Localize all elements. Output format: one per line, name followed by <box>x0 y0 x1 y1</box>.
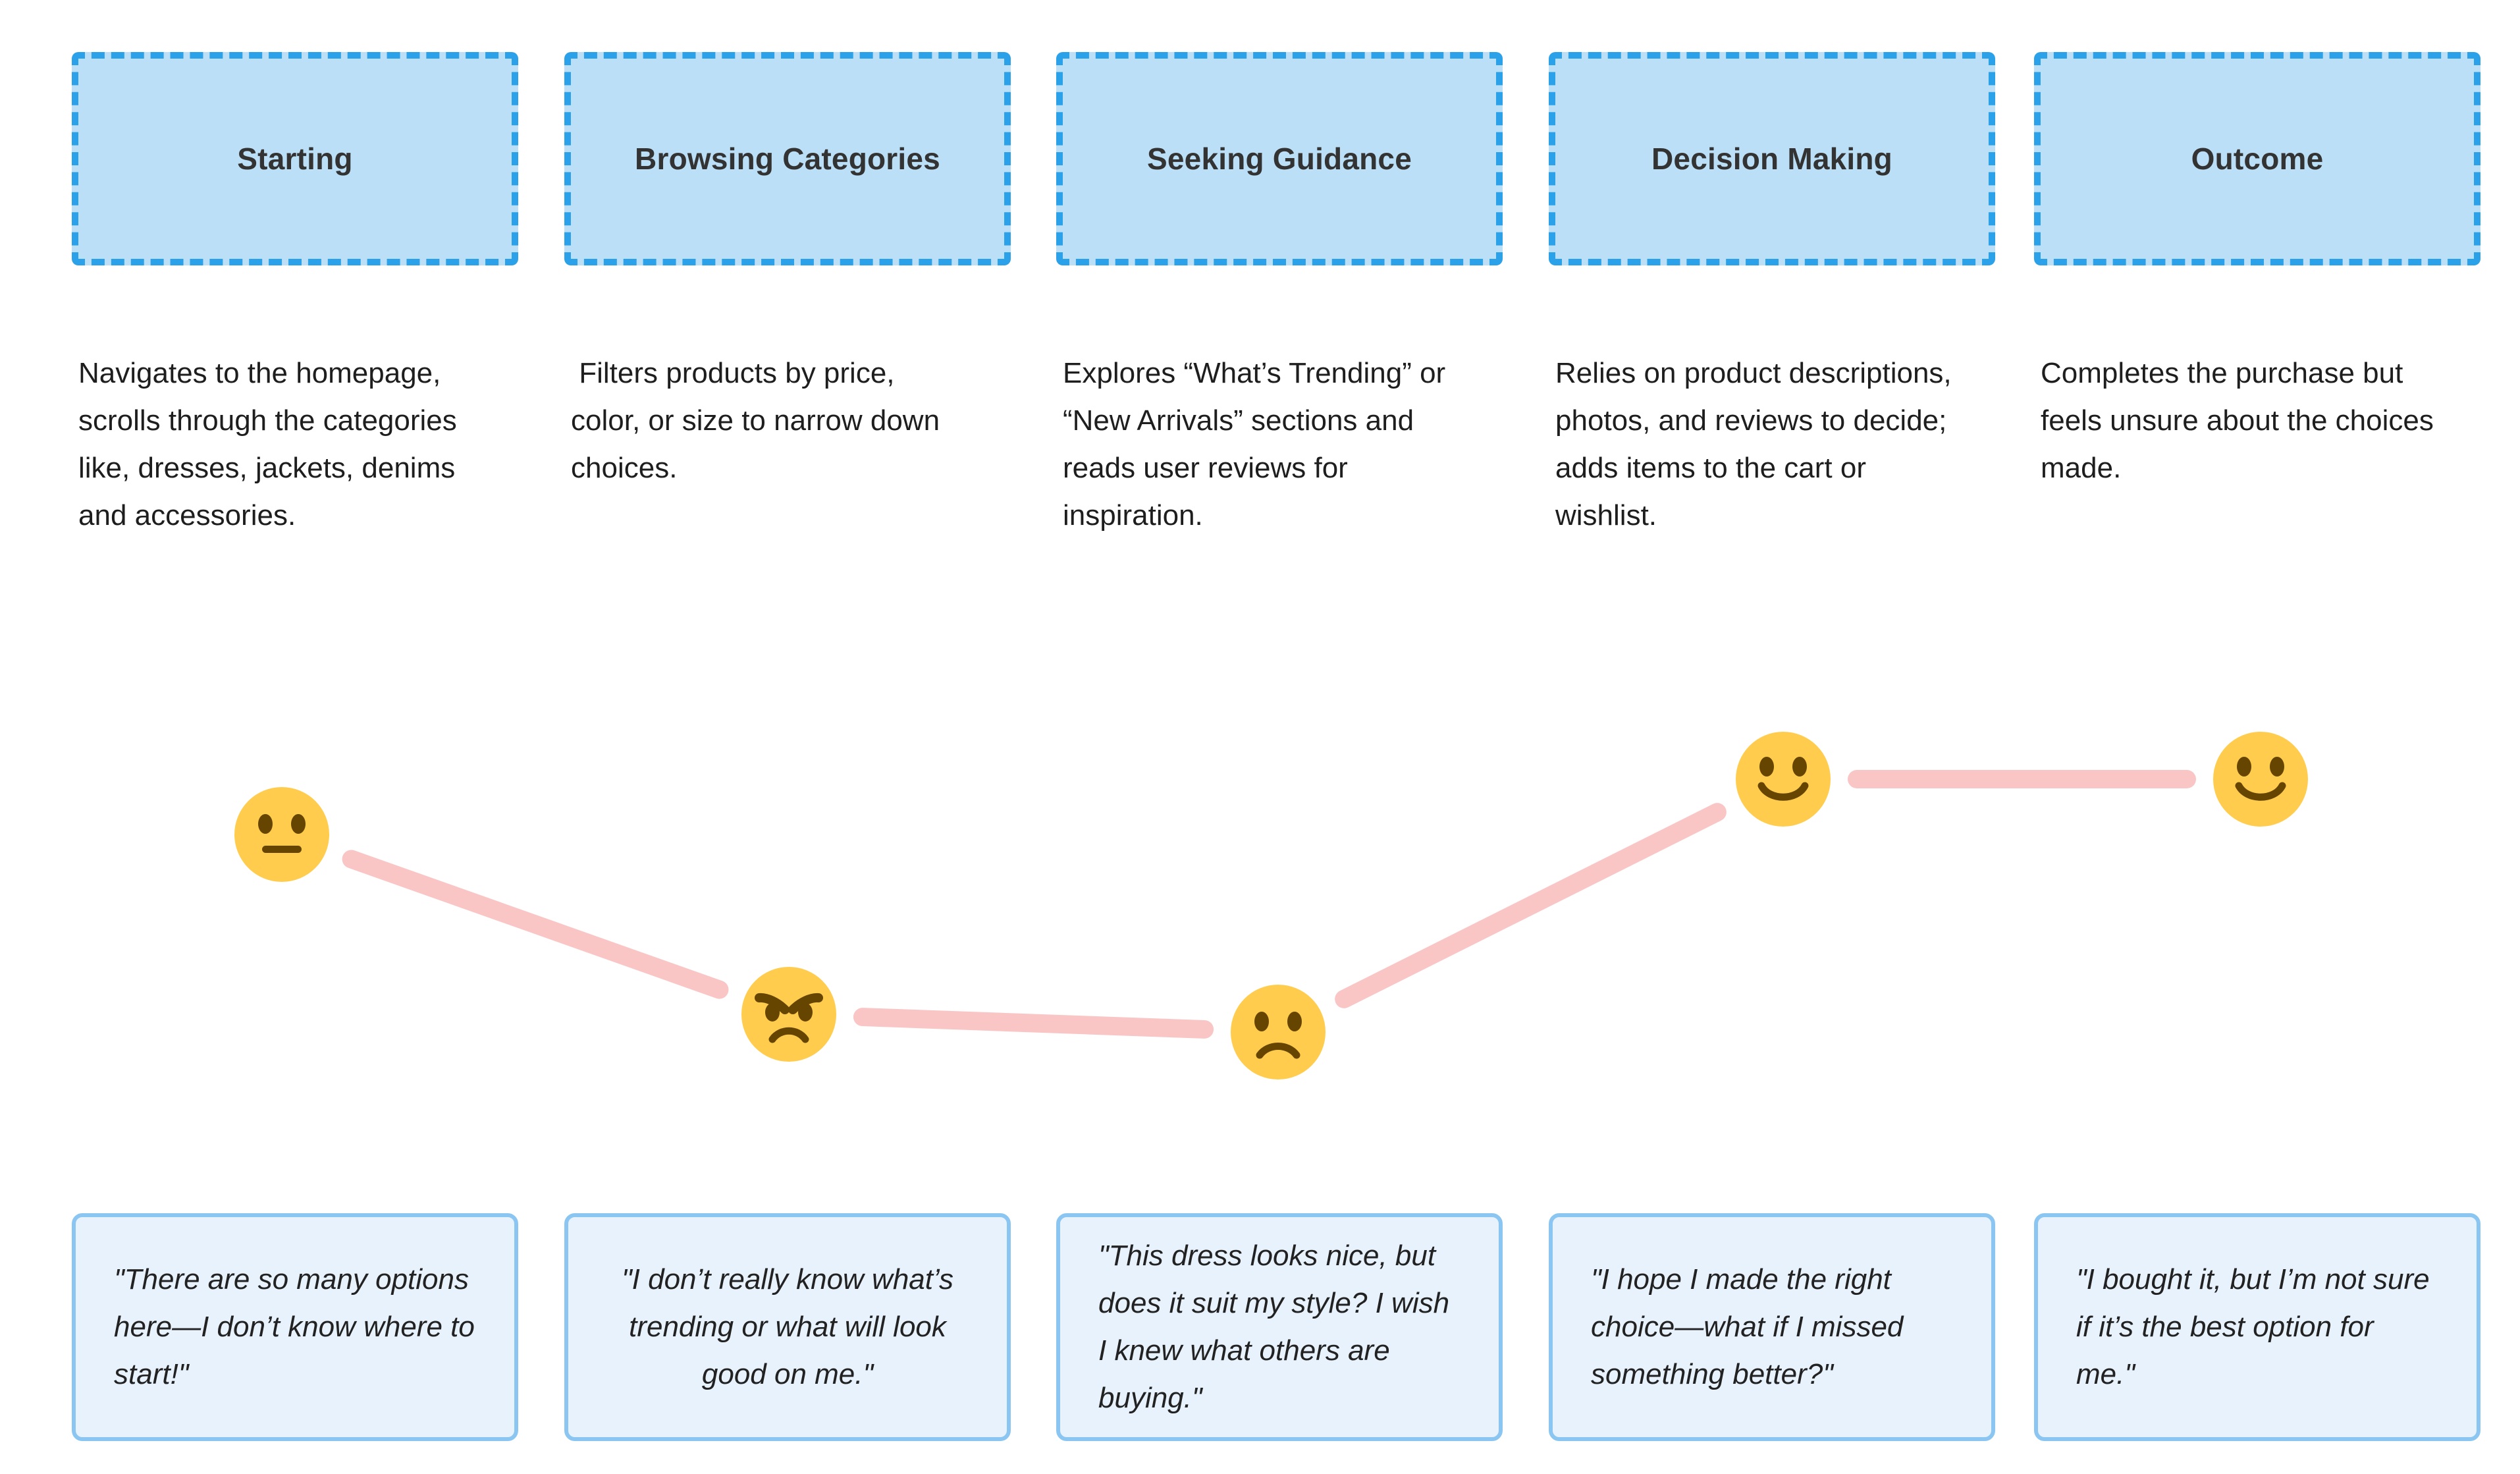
stage-description: Filters products by price, color, or siz… <box>571 357 948 484</box>
stage-description: Relies on product descriptions, photos, … <box>1555 357 1960 532</box>
slightly-smiling-face-emoji <box>1736 732 1831 827</box>
stage-description: Completes the purchase but feels unsure … <box>2041 357 2442 484</box>
quote-text: "There are so many options here—I don’t … <box>114 1263 475 1390</box>
stage-box-seeking-guidance: Seeking Guidance <box>1056 52 1503 265</box>
stage-title: Decision Making <box>1651 142 1892 176</box>
quote-text: "I bought it, but I’m not sure if it’s t… <box>2076 1263 2430 1390</box>
journey-column-decision-making: Decision Making Relies on product descri… <box>1549 0 1995 1474</box>
stage-title: Starting <box>237 142 353 176</box>
journey-column-browsing-categories: Browsing Categories Filters products by … <box>564 0 1011 1474</box>
quote-box: "This dress looks nice, but does it suit… <box>1056 1213 1503 1441</box>
stage-box-outcome: Outcome <box>2034 52 2480 265</box>
slightly-smiling-face-emoji <box>2213 732 2308 827</box>
stage-box-decision-making: Decision Making <box>1549 52 1995 265</box>
neutral-face-emoji <box>234 787 329 882</box>
journey-column-seeking-guidance: Seeking Guidance Explores “What’s Trendi… <box>1056 0 1503 1474</box>
stage-title: Browsing Categories <box>635 142 940 176</box>
quote-text: "This dress looks nice, but does it suit… <box>1098 1240 1450 1414</box>
stage-description: Explores “What’s Trending” or “New Arriv… <box>1063 357 1454 532</box>
frowning-face-emoji <box>1231 985 1326 1079</box>
stage-title: Seeking Guidance <box>1147 142 1412 176</box>
quote-text: "I don’t really know what’s trending or … <box>622 1263 953 1390</box>
quote-box: "I don’t really know what’s trending or … <box>564 1213 1011 1441</box>
angry-face-emoji <box>741 967 836 1062</box>
quote-box: "I bought it, but I’m not sure if it’s t… <box>2034 1213 2480 1441</box>
stage-box-starting: Starting <box>72 52 518 265</box>
stage-title: Outcome <box>2191 142 2324 176</box>
stage-box-browsing-categories: Browsing Categories <box>564 52 1011 265</box>
quote-box: "I hope I made the right choice—what if … <box>1549 1213 1995 1441</box>
quote-box: "There are so many options here—I don’t … <box>72 1213 518 1441</box>
journey-column-outcome: Outcome Completes the purchase but feels… <box>2034 0 2480 1474</box>
journey-column-starting: Starting Navigates to the homepage, scro… <box>72 0 518 1474</box>
stage-description: Navigates to the homepage, scrolls throu… <box>78 357 465 532</box>
quote-text: "I hope I made the right choice—what if … <box>1591 1263 1904 1390</box>
